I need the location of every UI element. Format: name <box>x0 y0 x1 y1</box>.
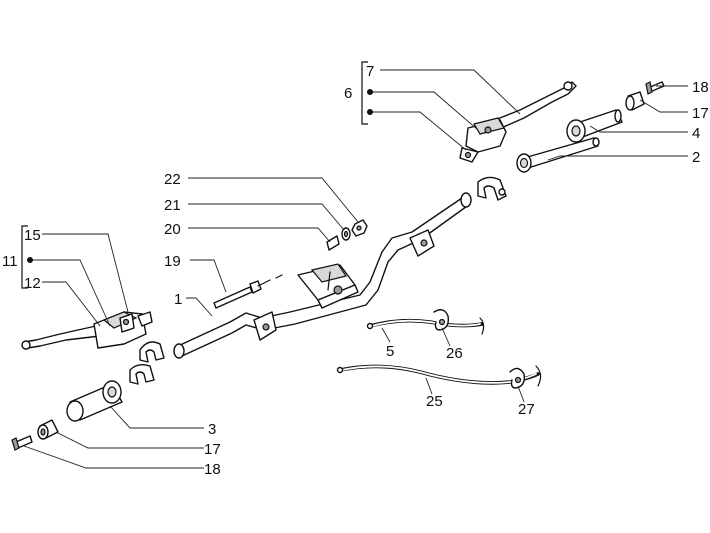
handlebar <box>173 192 472 359</box>
label-27: 27 <box>518 401 535 418</box>
label-17-right: 17 <box>692 105 709 122</box>
label-7: 7 <box>366 63 374 80</box>
right-brake-lever <box>484 81 577 133</box>
label-11: 11 <box>2 253 18 270</box>
label-18-left: 18 <box>204 461 221 478</box>
left-screw-18 <box>11 435 33 451</box>
nut-22 <box>351 219 368 237</box>
label-17-left: 17 <box>204 441 221 458</box>
left-master-cylinder <box>93 311 153 349</box>
group-bracket-11 <box>21 225 33 289</box>
label-2: 2 <box>692 149 700 166</box>
left-grip-3 <box>66 380 123 422</box>
label-25: 25 <box>426 393 443 410</box>
label-21: 21 <box>164 197 181 214</box>
clip-27 <box>509 367 526 389</box>
label-12: 12 <box>24 275 41 292</box>
cable-25 <box>336 364 542 387</box>
left-brake-lever <box>21 325 101 350</box>
right-grip-2 <box>516 137 600 173</box>
right-master-cylinder <box>459 117 507 163</box>
washer-21 <box>341 227 351 241</box>
label-20: 20 <box>164 221 181 238</box>
left-clamp <box>129 341 165 385</box>
label-4: 4 <box>692 125 700 142</box>
label-22: 22 <box>164 171 181 188</box>
group-bracket-6 <box>361 61 373 125</box>
label-19: 19 <box>164 253 181 270</box>
right-grip-4 <box>566 109 623 143</box>
label-6: 6 <box>344 85 352 102</box>
label-15: 15 <box>24 227 41 244</box>
part-labels: 7 6 18 17 4 2 22 21 20 15 11 19 12 1 5 2… <box>2 63 709 478</box>
label-1: 1 <box>174 291 182 308</box>
right-clamp <box>477 176 507 201</box>
right-bar-end-17 <box>625 91 645 111</box>
label-18-right: 18 <box>692 79 709 96</box>
left-bar-end-17 <box>37 419 59 440</box>
label-26: 26 <box>446 345 463 362</box>
right-screw-18 <box>645 81 665 95</box>
clip-26 <box>433 309 450 331</box>
washer-20 <box>326 235 340 251</box>
label-5: 5 <box>386 343 394 360</box>
cable-5 <box>366 317 485 335</box>
clamp-bolt <box>213 274 283 309</box>
label-3: 3 <box>208 421 216 438</box>
leader-lines <box>23 69 688 469</box>
